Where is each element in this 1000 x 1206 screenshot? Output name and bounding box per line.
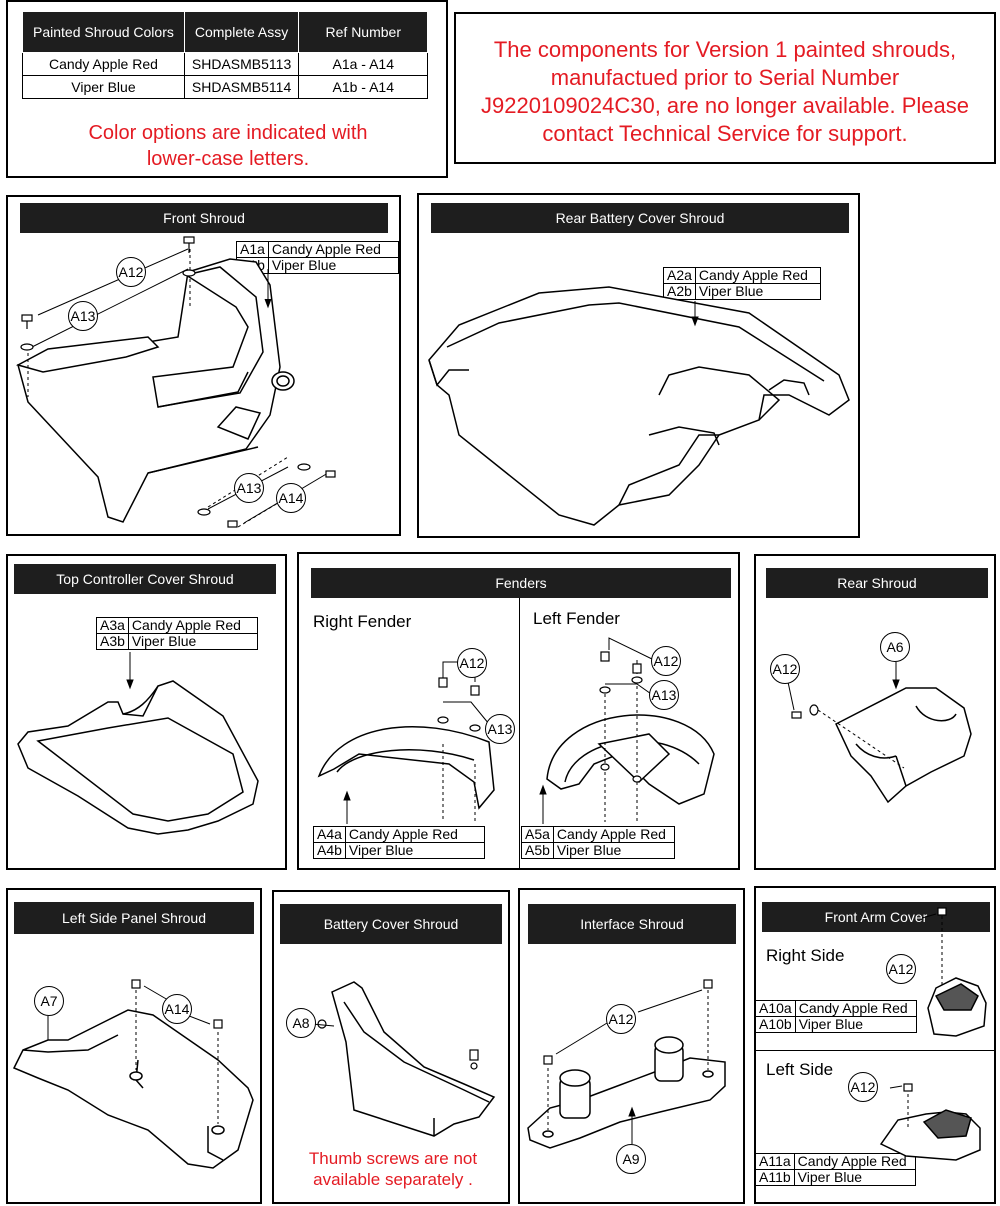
table-cell: SHDASMB5113 bbox=[183, 52, 300, 76]
battery-cover-shroud-panel: Battery Cover Shroud A8 Thumb screws are… bbox=[272, 890, 510, 1204]
rear-shroud-drawing bbox=[787, 662, 972, 804]
callout-a7: A7 bbox=[34, 986, 64, 1016]
ref-code: A3a bbox=[96, 617, 129, 634]
table-row: Viper Blue SHDASMB5114 A1b - A14 bbox=[22, 75, 429, 99]
fenders-drawing bbox=[317, 637, 715, 824]
ref-color: Viper Blue bbox=[552, 842, 675, 859]
ref-code: A5a bbox=[521, 826, 554, 843]
thumb-screw-note: Thumb screws are not available separatel… bbox=[308, 1149, 478, 1189]
ref-color: Candy Apple Red bbox=[794, 1000, 917, 1017]
fender-divider bbox=[519, 598, 520, 868]
notice-panel: The components for Version 1 painted shr… bbox=[454, 12, 996, 164]
callout-a13: A13 bbox=[234, 473, 264, 503]
ref-code: A2b bbox=[663, 283, 696, 300]
front-arm-drawing bbox=[879, 907, 987, 1161]
callout-a13: A13 bbox=[649, 680, 679, 710]
ref-color: Viper Blue bbox=[267, 257, 400, 274]
callout-a12: A12 bbox=[770, 654, 800, 684]
left-side-panel-drawing bbox=[12, 979, 254, 1169]
panel-title: Front Shroud bbox=[20, 203, 388, 233]
battery-cover-drawing bbox=[299, 981, 496, 1137]
ref-color: Viper Blue bbox=[694, 283, 821, 300]
col-header: Painted Shroud Colors bbox=[22, 11, 185, 53]
panel-title: Fenders bbox=[311, 568, 731, 598]
right-fender-label: Right Fender bbox=[313, 612, 412, 631]
table-row: Candy Apple Red SHDASMB5113 A1a - A14 bbox=[22, 52, 429, 76]
callout-a12: A12 bbox=[886, 954, 916, 984]
interface-shroud-panel: Interface Shroud A12 A9 bbox=[518, 888, 745, 1204]
color-table: Painted Shroud Colors Complete Assy Ref … bbox=[22, 11, 429, 99]
callout-a8: A8 bbox=[286, 1008, 316, 1038]
ref-code: A10a bbox=[755, 1000, 796, 1017]
rear-battery-drawing bbox=[428, 286, 850, 526]
front-arm-cover-panel: Front Arm Cover Right Side Left Side A10… bbox=[754, 886, 996, 1204]
ref-color: Viper Blue bbox=[127, 633, 258, 650]
front-shroud-drawing bbox=[15, 236, 336, 528]
table-cell: Viper Blue bbox=[22, 75, 185, 99]
panel-title: Battery Cover Shroud bbox=[280, 904, 502, 944]
ref-color: Viper Blue bbox=[793, 1169, 916, 1186]
callout-a14: A14 bbox=[162, 994, 192, 1024]
callout-a12: A12 bbox=[651, 646, 681, 676]
callout-a12: A12 bbox=[457, 648, 487, 678]
callout-a14: A14 bbox=[276, 483, 306, 513]
ref-code: A10b bbox=[755, 1016, 796, 1033]
panel-title: Rear Shroud bbox=[766, 568, 988, 598]
ref-code: A3b bbox=[96, 633, 129, 650]
ref-color: Viper Blue bbox=[794, 1016, 917, 1033]
ref-color: Candy Apple Red bbox=[793, 1153, 916, 1170]
callout-a9: A9 bbox=[616, 1144, 646, 1174]
table-cell: A1b - A14 bbox=[298, 75, 429, 99]
left-fender-label: Left Fender bbox=[533, 609, 620, 628]
callout-a13: A13 bbox=[68, 301, 98, 331]
arm-divider bbox=[756, 1050, 996, 1051]
notice-text: The components for Version 1 painted shr… bbox=[480, 37, 970, 146]
right-side-label: Right Side bbox=[766, 946, 845, 965]
ref-color: Viper Blue bbox=[344, 842, 485, 859]
callout-a12: A12 bbox=[116, 257, 146, 287]
top-controller-drawing bbox=[17, 652, 259, 835]
callout-a12: A12 bbox=[606, 1004, 636, 1034]
callout-a6: A6 bbox=[880, 632, 910, 662]
callout-a12: A12 bbox=[848, 1072, 878, 1102]
left-side-panel-shroud-panel: Left Side Panel Shroud A7 A14 bbox=[6, 888, 262, 1204]
panel-title: Left Side Panel Shroud bbox=[14, 902, 254, 934]
interface-drawing bbox=[527, 979, 726, 1149]
panel-title: Top Controller Cover Shroud bbox=[14, 564, 276, 594]
panel-title: Interface Shroud bbox=[528, 904, 736, 944]
table-cell: A1a - A14 bbox=[298, 52, 429, 76]
panel-title: Rear Battery Cover Shroud bbox=[431, 203, 849, 233]
rear-shroud-panel: Rear Shroud A12 A6 bbox=[754, 554, 996, 870]
callout-a13: A13 bbox=[485, 714, 515, 744]
ref-code: A11b bbox=[755, 1169, 795, 1186]
col-header: Ref Number bbox=[298, 11, 429, 53]
ref-code: A5b bbox=[521, 842, 554, 859]
table-cell: SHDASMB5114 bbox=[183, 75, 300, 99]
table-cell: Candy Apple Red bbox=[22, 52, 185, 76]
color-note: Color options are indicated with lower-c… bbox=[88, 122, 368, 170]
col-header: Complete Assy bbox=[183, 11, 300, 53]
left-side-label: Left Side bbox=[766, 1060, 834, 1079]
ref-code: A2a bbox=[663, 267, 696, 284]
color-table-panel: Painted Shroud Colors Complete Assy Ref … bbox=[6, 0, 448, 178]
ref-color: Candy Apple Red bbox=[127, 617, 258, 634]
panel-title: Front Arm Cover bbox=[762, 902, 990, 932]
